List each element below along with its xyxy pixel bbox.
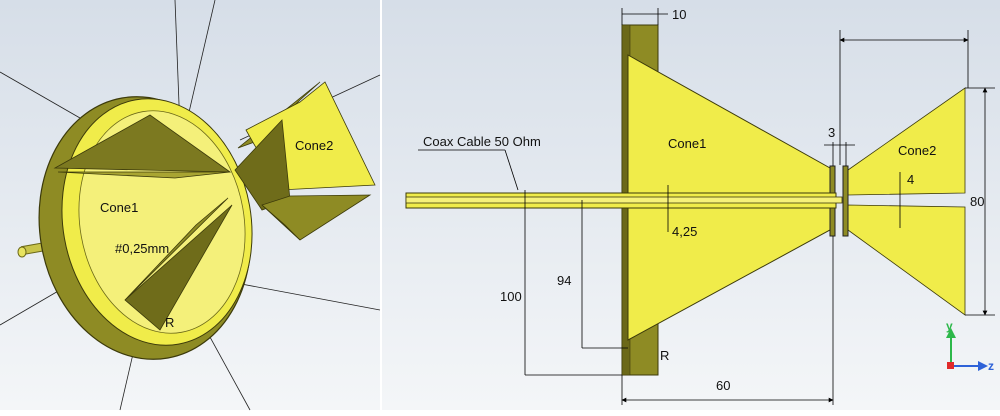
right-side-view: Coax Cable 50 Ohm Cone1 Cone2 R 10 3 4 4… xyxy=(382,0,1000,410)
axis-z-label: z xyxy=(988,359,994,373)
coax-cable-inner xyxy=(405,196,843,204)
dim-height-100: 100 xyxy=(500,289,522,304)
axis-indicator: y z xyxy=(946,319,994,373)
dim-height-94: 94 xyxy=(557,273,571,288)
cone1-3d xyxy=(53,114,233,331)
left-cone2-label: Cone2 xyxy=(295,138,333,153)
left-3d-view: Cone1 Cone2 #0,25mm R xyxy=(0,0,381,411)
left-cone1-label: Cone1 xyxy=(100,200,138,215)
dimension-lines xyxy=(418,8,995,405)
dim-ring-thickness: 10 xyxy=(672,7,686,22)
axis-y-label: y xyxy=(946,319,953,333)
cone2-3d xyxy=(234,81,376,241)
x-axis-marker xyxy=(947,362,954,369)
dim-cone2-height: 80 xyxy=(970,194,984,209)
right-cone2-label: Cone2 xyxy=(898,143,936,158)
left-gap-label: #0,25mm xyxy=(115,241,169,256)
dim-cone2-slot: 4 xyxy=(907,172,914,187)
coax-cable-label: Coax Cable 50 Ohm xyxy=(423,134,541,149)
left-ring-label: R xyxy=(165,315,174,330)
dim-length-60: 60 xyxy=(716,378,730,393)
right-ring-label: R xyxy=(660,348,669,363)
dim-gap: 3 xyxy=(828,125,835,140)
right-cone1-label: Cone1 xyxy=(668,136,706,151)
dim-feed: 4,25 xyxy=(672,224,697,239)
feed-plate-right xyxy=(842,165,849,237)
